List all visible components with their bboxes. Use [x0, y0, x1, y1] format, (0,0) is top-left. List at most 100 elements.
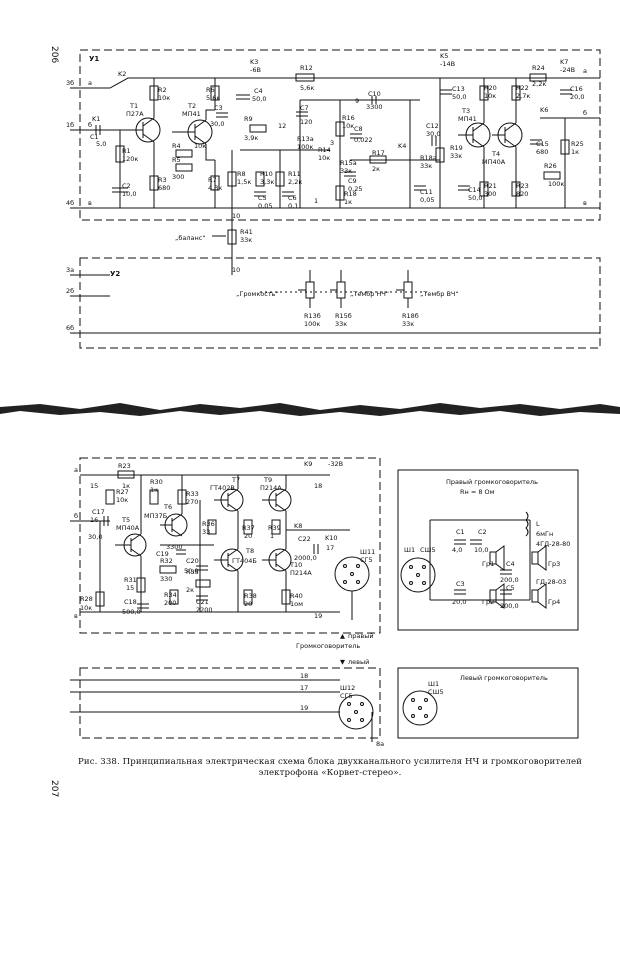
- right-arrow-icon: ▲: [340, 632, 345, 640]
- component-value: 120: [300, 118, 312, 126]
- component-value: 330: [160, 575, 172, 583]
- transistor-t9: [262, 488, 292, 512]
- component-value: ГТ402В: [210, 484, 235, 492]
- component-ref: R30: [150, 478, 163, 486]
- speaker-title: Громкоговоритель: [296, 642, 360, 650]
- component-value: 200,0: [500, 602, 519, 610]
- component-value: 2к: [372, 165, 380, 173]
- component-value: 100к: [304, 320, 320, 328]
- component-ref: R31: [124, 576, 137, 584]
- right-speaker-impedance: Rн = 8 Ом: [460, 488, 495, 496]
- connector-label: Ш11: [360, 548, 375, 556]
- component-ref: R27: [116, 488, 129, 496]
- connector-type: СГ5: [360, 556, 373, 564]
- component-ref: R33: [186, 490, 199, 498]
- lower-component-labels: R23 1к R27 10к C17 30,0 R28 10к R30 1к R…: [80, 460, 343, 616]
- transistor-t6: [160, 513, 188, 537]
- pin-label: 15: [90, 482, 98, 490]
- component-value: 300: [172, 173, 184, 181]
- component-ref: K3: [250, 58, 258, 66]
- component-ref: C13: [452, 85, 465, 93]
- pin-label: 6б: [66, 324, 74, 332]
- pin-label: 16: [90, 516, 98, 524]
- node-label: 10: [232, 266, 240, 274]
- component-ref: K7: [560, 58, 568, 66]
- transistor-t2: [172, 109, 215, 161]
- left-speaker-title: Левый громкоговоритель: [460, 674, 548, 682]
- component-value: 33к: [402, 320, 414, 328]
- node-label: б: [583, 109, 587, 117]
- node-label: в: [88, 199, 92, 207]
- component-ref: R9: [244, 115, 253, 123]
- component-value: 50,0: [452, 93, 466, 101]
- component-value: 680: [536, 148, 548, 156]
- transistor-t10: [262, 548, 292, 572]
- component-ref: R19: [450, 144, 463, 152]
- component-ref: T1: [129, 102, 138, 110]
- speaker-ref: Гр4: [548, 598, 560, 606]
- caption-label: Рис. 338.: [78, 757, 120, 767]
- component-ref: R15а: [340, 159, 357, 167]
- pin-label: 8а: [376, 740, 384, 748]
- transistor-t7: [214, 488, 244, 512]
- socket-label: Ш1: [404, 546, 415, 554]
- component-value: 5,6к: [206, 94, 220, 102]
- node-label: а: [583, 67, 587, 75]
- component-value: 10,0: [474, 546, 488, 554]
- speaker-ref: Гр2: [482, 598, 494, 606]
- component-value: -32В: [328, 460, 343, 468]
- component-ref: R17: [372, 149, 385, 157]
- speaker-ref: Гр1: [482, 560, 494, 568]
- component-ref: R25: [571, 140, 584, 148]
- component-ref: T6: [163, 503, 172, 511]
- component-value: 30,0: [88, 533, 102, 541]
- node-label: в: [583, 199, 587, 207]
- component-value: -6В: [250, 66, 261, 74]
- component-ref: R38: [244, 592, 257, 600]
- component-value: 1к: [344, 198, 352, 206]
- component-ref: C20: [186, 557, 199, 565]
- page-number-top: 206: [49, 46, 59, 63]
- right-speaker-box: [397, 469, 579, 631]
- component-value: 680: [158, 184, 170, 192]
- component-value: 30,0: [426, 130, 440, 138]
- component-value: 0,05: [258, 202, 272, 210]
- component-value: 5,0: [96, 140, 106, 148]
- pin-label: 4б: [66, 199, 74, 207]
- pin-label: а: [74, 466, 78, 474]
- component-ref: R40: [290, 592, 303, 600]
- component-ref: K2: [118, 70, 126, 78]
- right-channel-label: правый: [348, 632, 374, 640]
- board-u1-frame: [79, 49, 601, 221]
- component-value: 33к: [340, 167, 352, 175]
- component-ref: R7: [208, 176, 217, 184]
- node-label: 9: [355, 97, 359, 105]
- left-channel-label: левый: [348, 658, 369, 666]
- page-number-bottom: 207: [49, 780, 59, 797]
- component-value: 3,9к: [244, 134, 258, 142]
- transistor-t4: [492, 122, 523, 148]
- component-value: 20: [244, 600, 252, 608]
- component-value: 33к: [240, 236, 252, 244]
- component-ref: K8: [294, 522, 302, 530]
- component-value: 0,022: [354, 136, 373, 144]
- component-ref: C2: [122, 182, 131, 190]
- figure-caption: Рис. 338. Принципиальная электрическая с…: [60, 757, 600, 779]
- pin-label: 18: [300, 672, 308, 680]
- component-value: 1к: [122, 482, 130, 490]
- component-value: 2,2к: [532, 80, 546, 88]
- component-ref: C1: [456, 528, 465, 536]
- lower-resistor-symbols: [95, 470, 291, 607]
- right-speaker-title: Правый громкоговоритель: [446, 478, 538, 486]
- component-ref: C3: [214, 104, 223, 112]
- component-ref: K5: [440, 52, 448, 60]
- component-value: 2,2к: [288, 178, 302, 186]
- caption-text: Принципиальная электрическая схема блока…: [122, 757, 582, 778]
- component-value: МП40А: [116, 524, 140, 532]
- component-ref: C4: [506, 560, 515, 568]
- component-value: 1к: [571, 148, 579, 156]
- component-ref: R16: [342, 114, 355, 122]
- component-ref: C14: [468, 186, 481, 194]
- connector-sh12: [338, 694, 374, 730]
